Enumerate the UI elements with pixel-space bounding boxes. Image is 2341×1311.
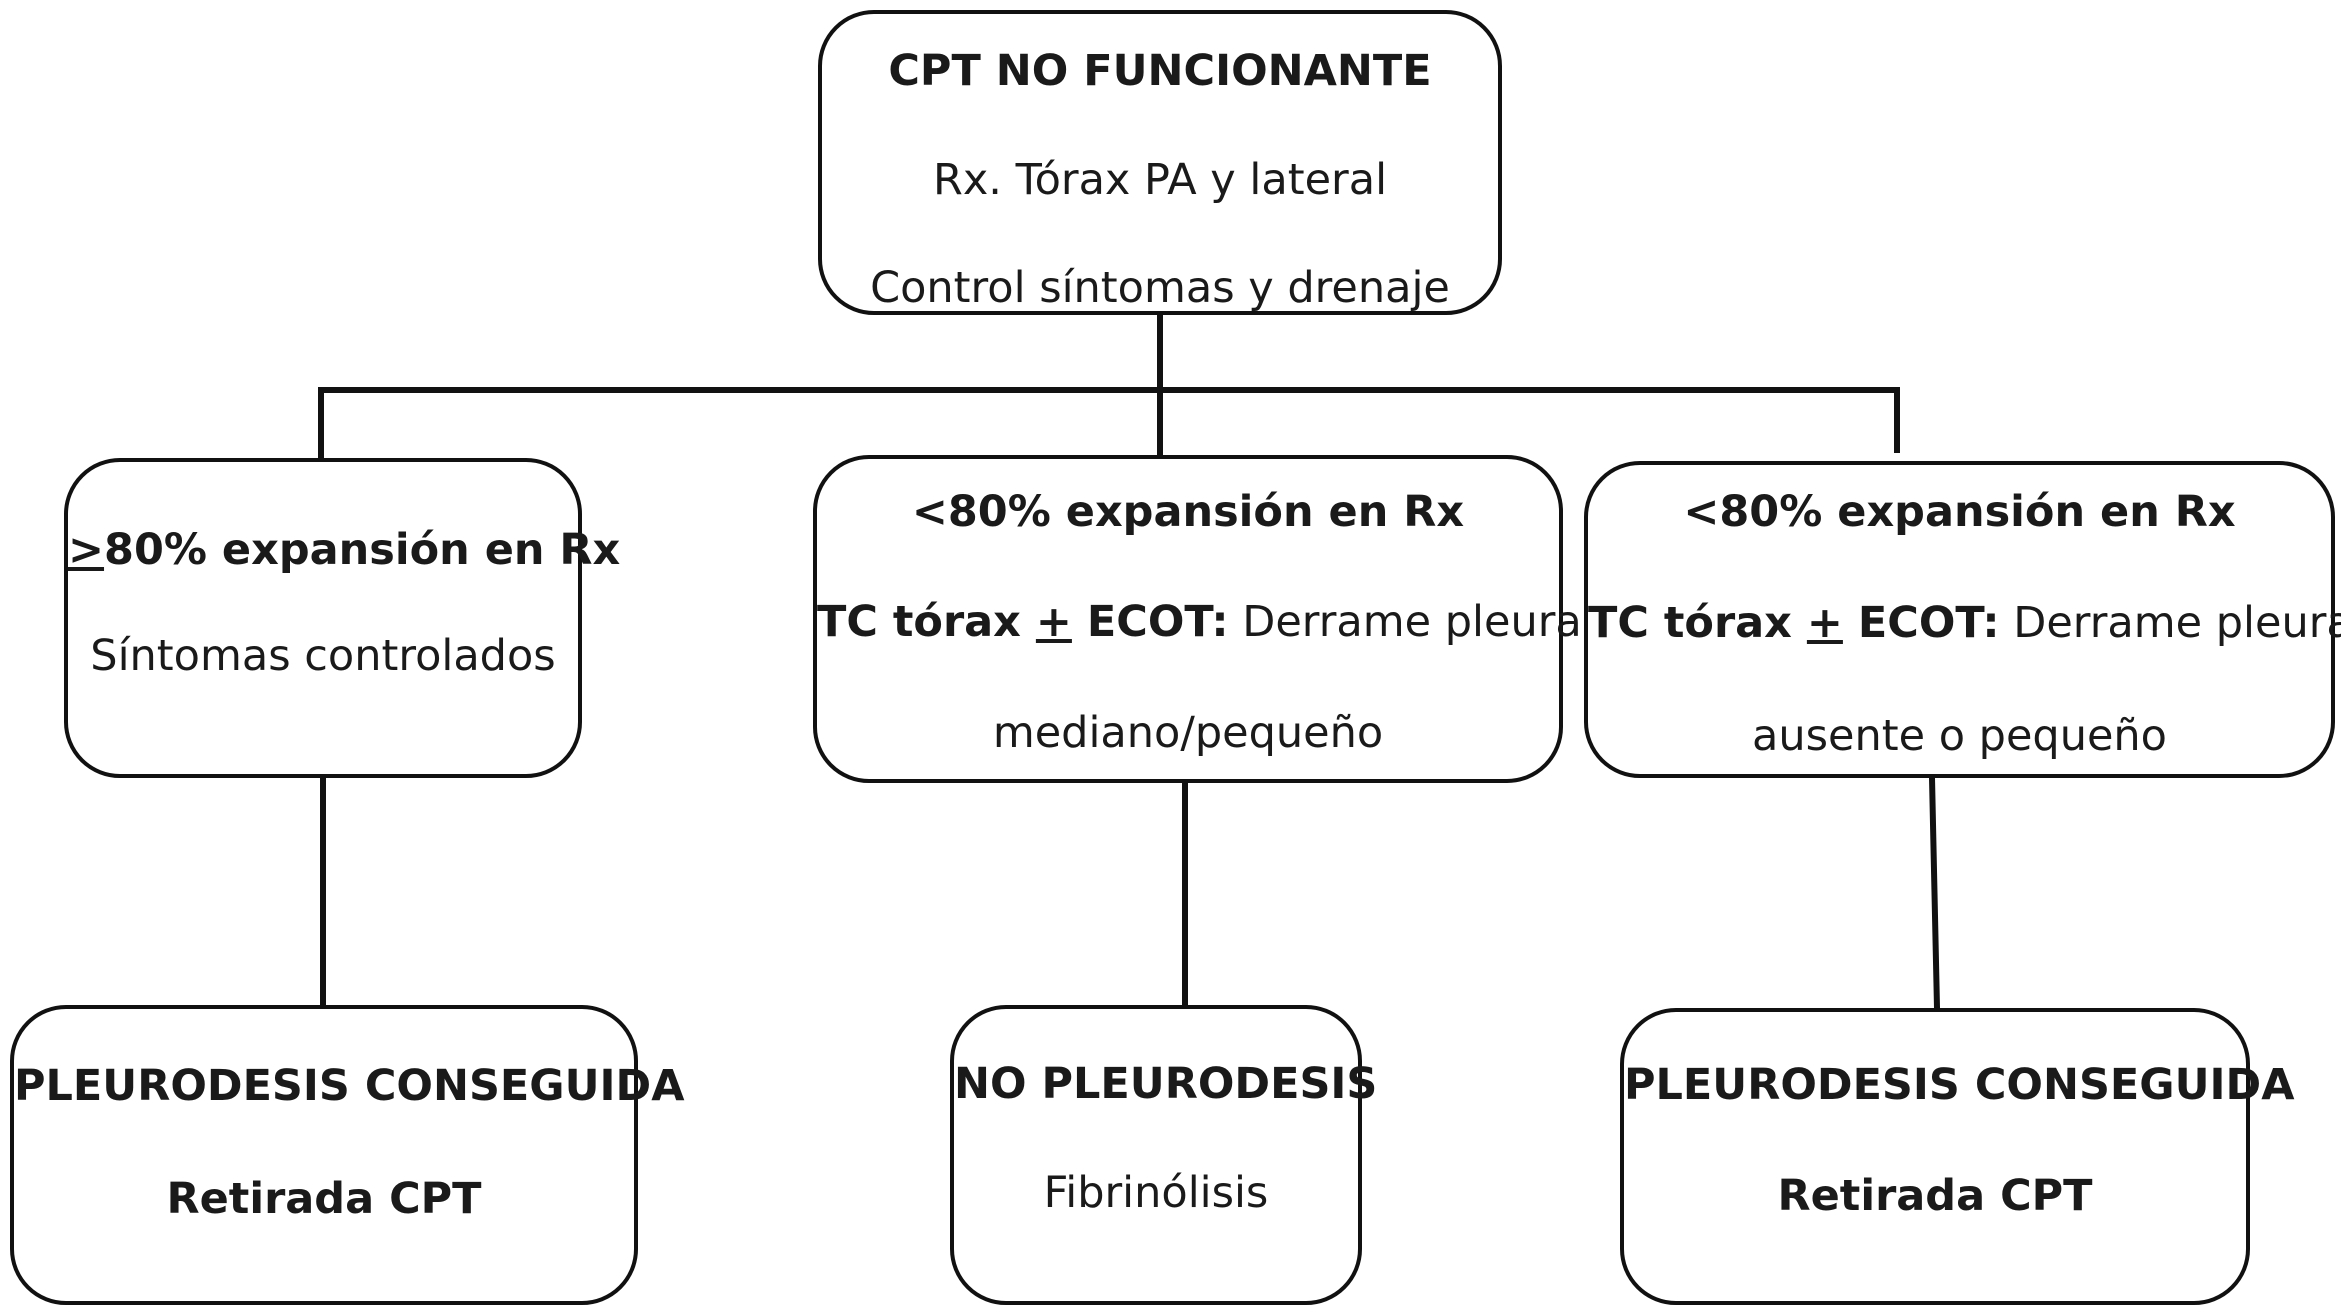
right-outcome-action: Retirada CPT bbox=[1777, 1171, 2093, 1221]
right-ecot-label: ECOT: bbox=[1842, 598, 2000, 648]
right-plusminus-sign: + bbox=[1806, 598, 1843, 648]
middle-ct-label: TC tórax bbox=[817, 597, 1036, 647]
greater-equal-sign: > bbox=[68, 525, 105, 575]
middle-plusminus-sign: + bbox=[1035, 597, 1072, 647]
right-criterion-line2: TC tórax + ECOT: Derrame pleural bbox=[1588, 597, 2341, 649]
left-outcome-action: Retirada CPT bbox=[166, 1174, 482, 1224]
right-criterion-line1: <80% expansión en Rx bbox=[1683, 487, 2236, 537]
middle-criterion-line2: TC tórax + ECOT: Derrame pleural bbox=[817, 596, 1594, 648]
right-criterion-node: <80% expansión en Rx TC tórax + ECOT: De… bbox=[1584, 461, 2341, 778]
middle-effusion-label: Derrame pleural bbox=[1228, 597, 1594, 647]
middle-outcome-action: Fibrinólisis bbox=[1043, 1168, 1269, 1218]
right-ct-label: TC tórax bbox=[1588, 598, 1807, 648]
left-outcome-title: PLEURODESIS CONSEGUIDA bbox=[14, 1061, 685, 1111]
middle-criterion-line1: <80% expansión en Rx bbox=[911, 487, 1465, 537]
root-node: CPT NO FUNCIONANTE Rx. Tórax PA y latera… bbox=[818, 10, 1502, 315]
right-outcome-title: PLEURODESIS CONSEGUIDA bbox=[1624, 1060, 2295, 1110]
root-title: CPT NO FUNCIONANTE bbox=[888, 46, 1432, 96]
right-effusion-label: Derrame pleural bbox=[1999, 598, 2341, 648]
right-criterion-line3: ausente o pequeño bbox=[1752, 711, 2167, 761]
root-line-control: Control síntomas y drenaje bbox=[870, 263, 1450, 313]
root-line-imaging: Rx. Tórax PA y lateral bbox=[932, 155, 1388, 205]
middle-ecot-label: ECOT: bbox=[1071, 597, 1229, 647]
left-outcome-node: PLEURODESIS CONSEGUIDA Retirada CPT bbox=[10, 1005, 685, 1305]
left-criterion-line1: >80% expansión en Rx bbox=[68, 524, 620, 576]
right-outcome-node: PLEURODESIS CONSEGUIDA Retirada CPT bbox=[1620, 1008, 2295, 1305]
left-criterion-line1-text: 80% expansión en Rx bbox=[104, 525, 621, 575]
middle-outcome-node: NO PLEURODESIS Fibrinólisis bbox=[950, 1005, 1378, 1305]
middle-criterion-node: <80% expansión en Rx TC tórax + ECOT: De… bbox=[813, 455, 1594, 783]
middle-outcome-title: NO PLEURODESIS bbox=[954, 1059, 1378, 1109]
left-criterion-node: >80% expansión en Rx Síntomas controlado… bbox=[64, 458, 620, 778]
middle-criterion-line3: mediano/pequeño bbox=[992, 708, 1384, 758]
right-outcome-line bbox=[1928, 774, 1941, 1012]
left-criterion-line2: Síntomas controlados bbox=[90, 631, 556, 681]
